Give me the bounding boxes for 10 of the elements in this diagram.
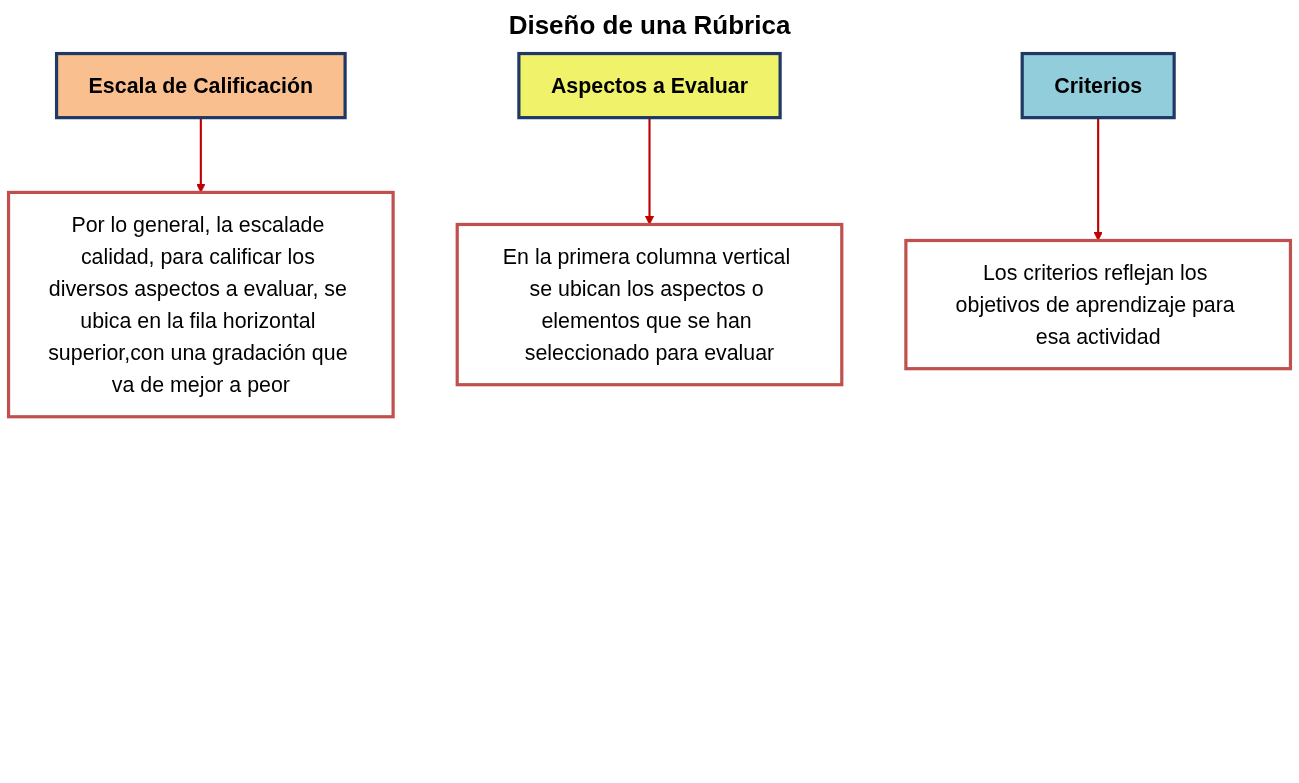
arrow	[644, 117, 655, 225]
node-box: Escala de Calificación	[54, 51, 347, 120]
node-box: En la primera columna vertical se ubican los aspectos o elementos que se han seleccionado para evaluar	[455, 222, 844, 387]
node-box: Los criterios reflejan los objetivos de aprendizaje para esa actividad	[904, 238, 1293, 371]
arrow	[1093, 117, 1103, 241]
node-box: Por lo general, la escalade calidad, para calificar los diversos aspectos a evaluar, se ubica en la fila horizontal superior,con una gradación que va de mejor a peor	[6, 190, 395, 419]
node-box: Criterios	[1020, 51, 1176, 120]
node-box: Aspectos a Evaluar	[517, 51, 782, 120]
arrow	[196, 117, 206, 193]
diagram-title: Diseño de una Rúbrica	[507, 10, 792, 41]
